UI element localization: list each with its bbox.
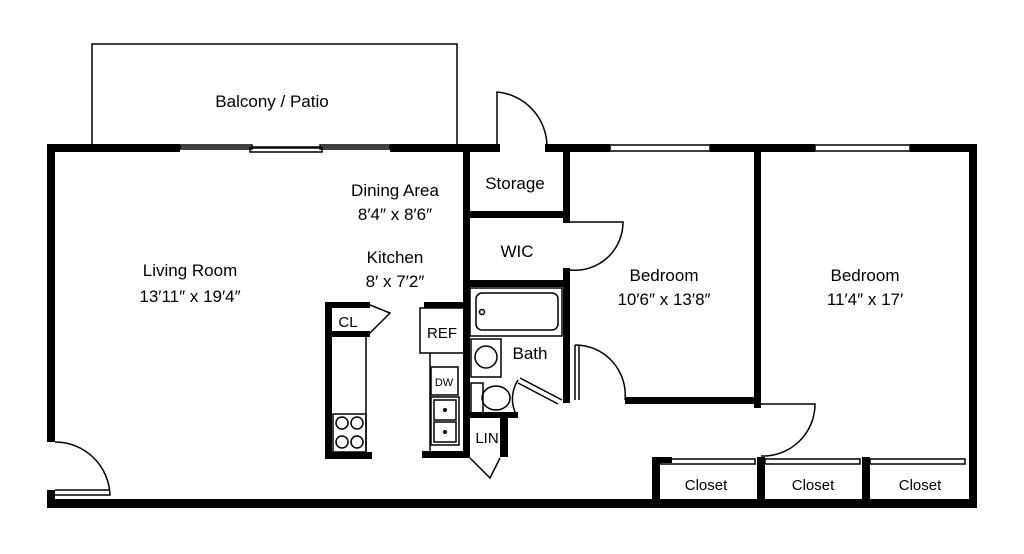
dishwasher-label: DW (435, 377, 454, 389)
bath-fixtures (469, 287, 563, 414)
dining-area-size: 8′4″ x 8′6″ (358, 205, 432, 224)
closet-cl-label: CL (338, 314, 357, 331)
doors (54, 91, 966, 496)
linen-closet-label: LIN (475, 430, 498, 447)
closet-label: Closet (792, 477, 835, 494)
bedroom-2-size: 11′4″ x 17′ (827, 290, 903, 309)
kitchen-island (325, 302, 392, 459)
wic-label: WIC (500, 242, 533, 261)
balcony-outline (91, 43, 458, 148)
living-room-size: 13′11″ x 19′4″ (139, 287, 240, 306)
storage-label: Storage (485, 174, 545, 193)
kitchen-label: Kitchen (367, 248, 424, 267)
closet-label: Closet (899, 477, 942, 494)
kitchen-size: 8′ x 7′2″ (366, 272, 425, 291)
bedroom-2-label: Bedroom (831, 266, 900, 285)
bedroom-1-size: 10′6″ x 13′8″ (617, 290, 710, 309)
interior-walls (422, 148, 870, 502)
refrigerator-label: REF (427, 325, 457, 342)
bedroom-1-label: Bedroom (630, 266, 699, 285)
kitchen-counter (419, 302, 466, 452)
exterior-walls (47, 144, 977, 508)
dining-area-label: Dining Area (351, 181, 439, 200)
balcony-label: Balcony / Patio (215, 92, 328, 111)
closet-label: Closet (685, 477, 728, 494)
bath-label: Bath (513, 344, 548, 363)
windows (179, 144, 911, 153)
living-room-label: Living Room (143, 261, 238, 280)
